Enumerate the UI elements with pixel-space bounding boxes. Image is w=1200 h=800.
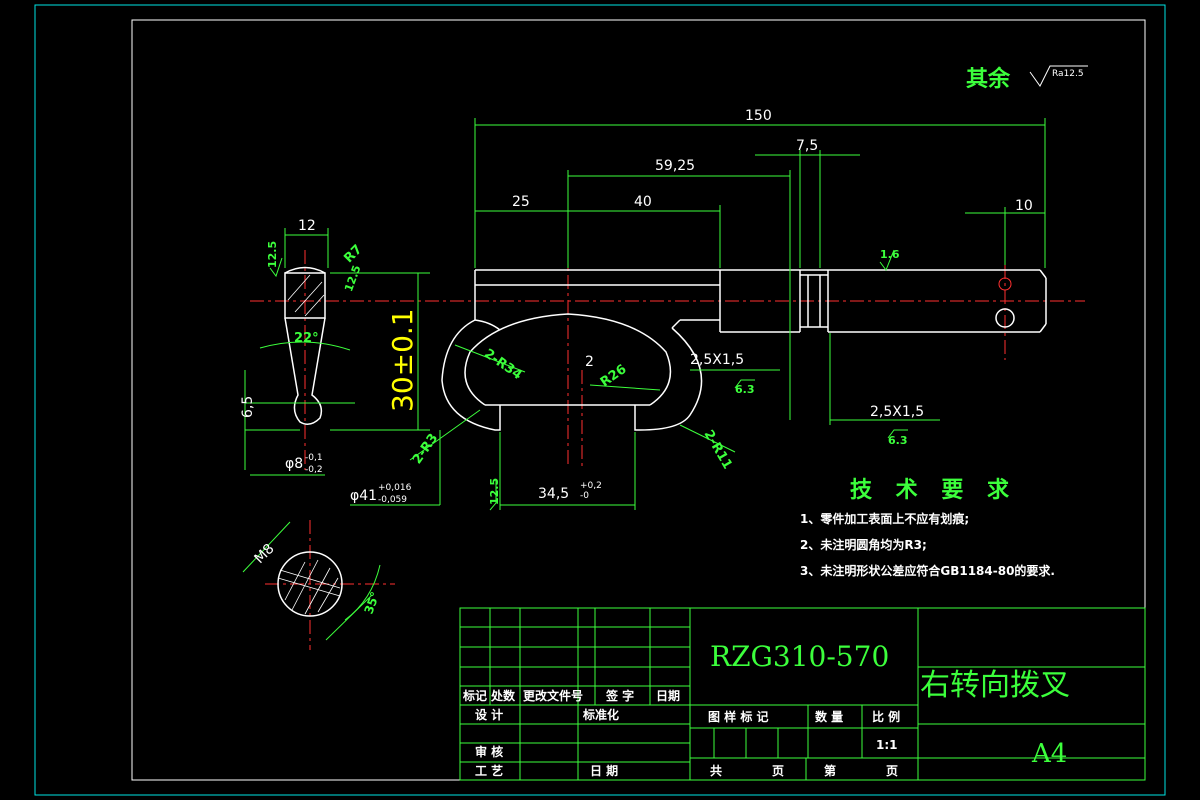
dim-30: 30±0.1 xyxy=(386,308,419,412)
dim-dia41-tol-dn: -0,059 xyxy=(378,495,407,505)
tb-weight: 数 量 xyxy=(815,709,843,724)
dim-r34: 2-R34 xyxy=(481,346,524,383)
requirement-item-3: 3、未注明形状公差应符合GB1184-80的要求. xyxy=(800,563,1055,578)
section-hatch xyxy=(277,559,341,615)
dim-dia8-tol-up: -0,1 xyxy=(305,453,323,463)
scale-value: 1:1 xyxy=(876,738,898,752)
pin-hole xyxy=(995,308,1015,328)
title-block xyxy=(459,607,1146,781)
dim-34-5-tol-up: +0,2 xyxy=(580,481,602,491)
dim-34-5-tol-dn: -0 xyxy=(580,491,589,501)
tb-nth: 第 xyxy=(824,763,836,778)
tb-header-file: 更改文件号 xyxy=(523,688,583,703)
dim-59-25: 59,25 xyxy=(655,158,695,174)
dim-34-5: 34,5 xyxy=(538,486,569,502)
dim-ra12-5-c: 12.5 xyxy=(488,478,501,505)
pin-hole-top xyxy=(998,277,1012,291)
tb-scale-label: 比 例 xyxy=(872,709,900,724)
side-hatch xyxy=(287,274,325,317)
tb-sheet: 页 xyxy=(772,764,784,778)
dim-25: 25 xyxy=(512,194,530,210)
tb-drawing-mark: 图 样 标 记 xyxy=(708,709,769,724)
dim-12: 12 xyxy=(298,218,316,234)
tb-date: 日 期 xyxy=(590,763,618,778)
requirements-title: 技 术 要 求 xyxy=(850,477,1017,503)
surface-note-label: 其余 xyxy=(966,66,1011,92)
tb-header-mark: 标记 xyxy=(462,688,487,703)
dim-22deg: 22° xyxy=(294,331,319,346)
dim-6-5: 6,5 xyxy=(240,396,256,418)
tb-standardize: 标准化 xyxy=(582,707,619,722)
requirement-item-1: 1、零件加工表面上不应有划痕; xyxy=(800,511,969,526)
dim-ra6-3-a: 6.3 xyxy=(735,383,755,396)
tb-design: 设 计 xyxy=(475,707,503,722)
dim-ra1-6: 1.6 xyxy=(880,248,900,261)
surface-roughness: Ra12.5 xyxy=(1052,69,1084,79)
dim-dia41: φ41 xyxy=(350,488,377,504)
roughness-symbol xyxy=(1029,65,1088,87)
dim-dia8: φ8 xyxy=(285,456,303,472)
dim-r26: R26 xyxy=(598,362,630,390)
section-circle xyxy=(277,551,343,617)
dim-chamfer-2: 2,5X1,5 xyxy=(870,404,924,420)
tb-total: 共 xyxy=(710,763,722,778)
outer-frame xyxy=(34,4,1166,796)
inner-frame xyxy=(131,19,1146,781)
dim-ra12-5-b: 12.5 xyxy=(342,263,363,293)
dim-ra12-5-a: 12.5 xyxy=(266,241,279,268)
dim-r7: R7 xyxy=(341,242,365,266)
part-outline xyxy=(441,269,1047,431)
dimension-lines xyxy=(242,118,1046,641)
part-name: 右转向拨叉 xyxy=(920,668,1070,703)
dim-dia41-tol-up: +0,016 xyxy=(378,483,412,493)
tb-header-date: 日期 xyxy=(656,688,680,703)
paper-size: A4 xyxy=(1031,739,1067,769)
tb-review: 审 核 xyxy=(475,744,503,759)
dim-2: 2 xyxy=(585,354,594,370)
dim-7-5: 7,5 xyxy=(796,138,818,154)
tb-process: 工 艺 xyxy=(475,763,503,778)
tb-header-count: 处数 xyxy=(490,688,516,703)
side-view xyxy=(284,266,326,425)
drawing-number: RZG310-570 xyxy=(710,640,889,673)
center-lines xyxy=(250,200,1085,650)
dim-dia8-tol-dn: -0,2 xyxy=(305,465,323,475)
dim-r3: 2-R3 xyxy=(410,431,442,467)
tb-header-sign: 签 字 xyxy=(605,688,634,703)
dim-35deg: 35° xyxy=(362,590,383,616)
dim-ra6-3-b: 6.3 xyxy=(888,434,908,447)
dim-m8: M8 xyxy=(252,541,278,567)
dim-40: 40 xyxy=(634,194,652,210)
dim-150: 150 xyxy=(745,108,772,124)
requirement-item-2: 2、未注明圆角均为R3; xyxy=(800,537,927,552)
tb-sheet2: 页 xyxy=(886,764,898,778)
dim-chamfer-1: 2,5X1,5 xyxy=(690,352,744,368)
roughness-marks xyxy=(269,249,908,511)
dim-10: 10 xyxy=(1015,198,1033,214)
